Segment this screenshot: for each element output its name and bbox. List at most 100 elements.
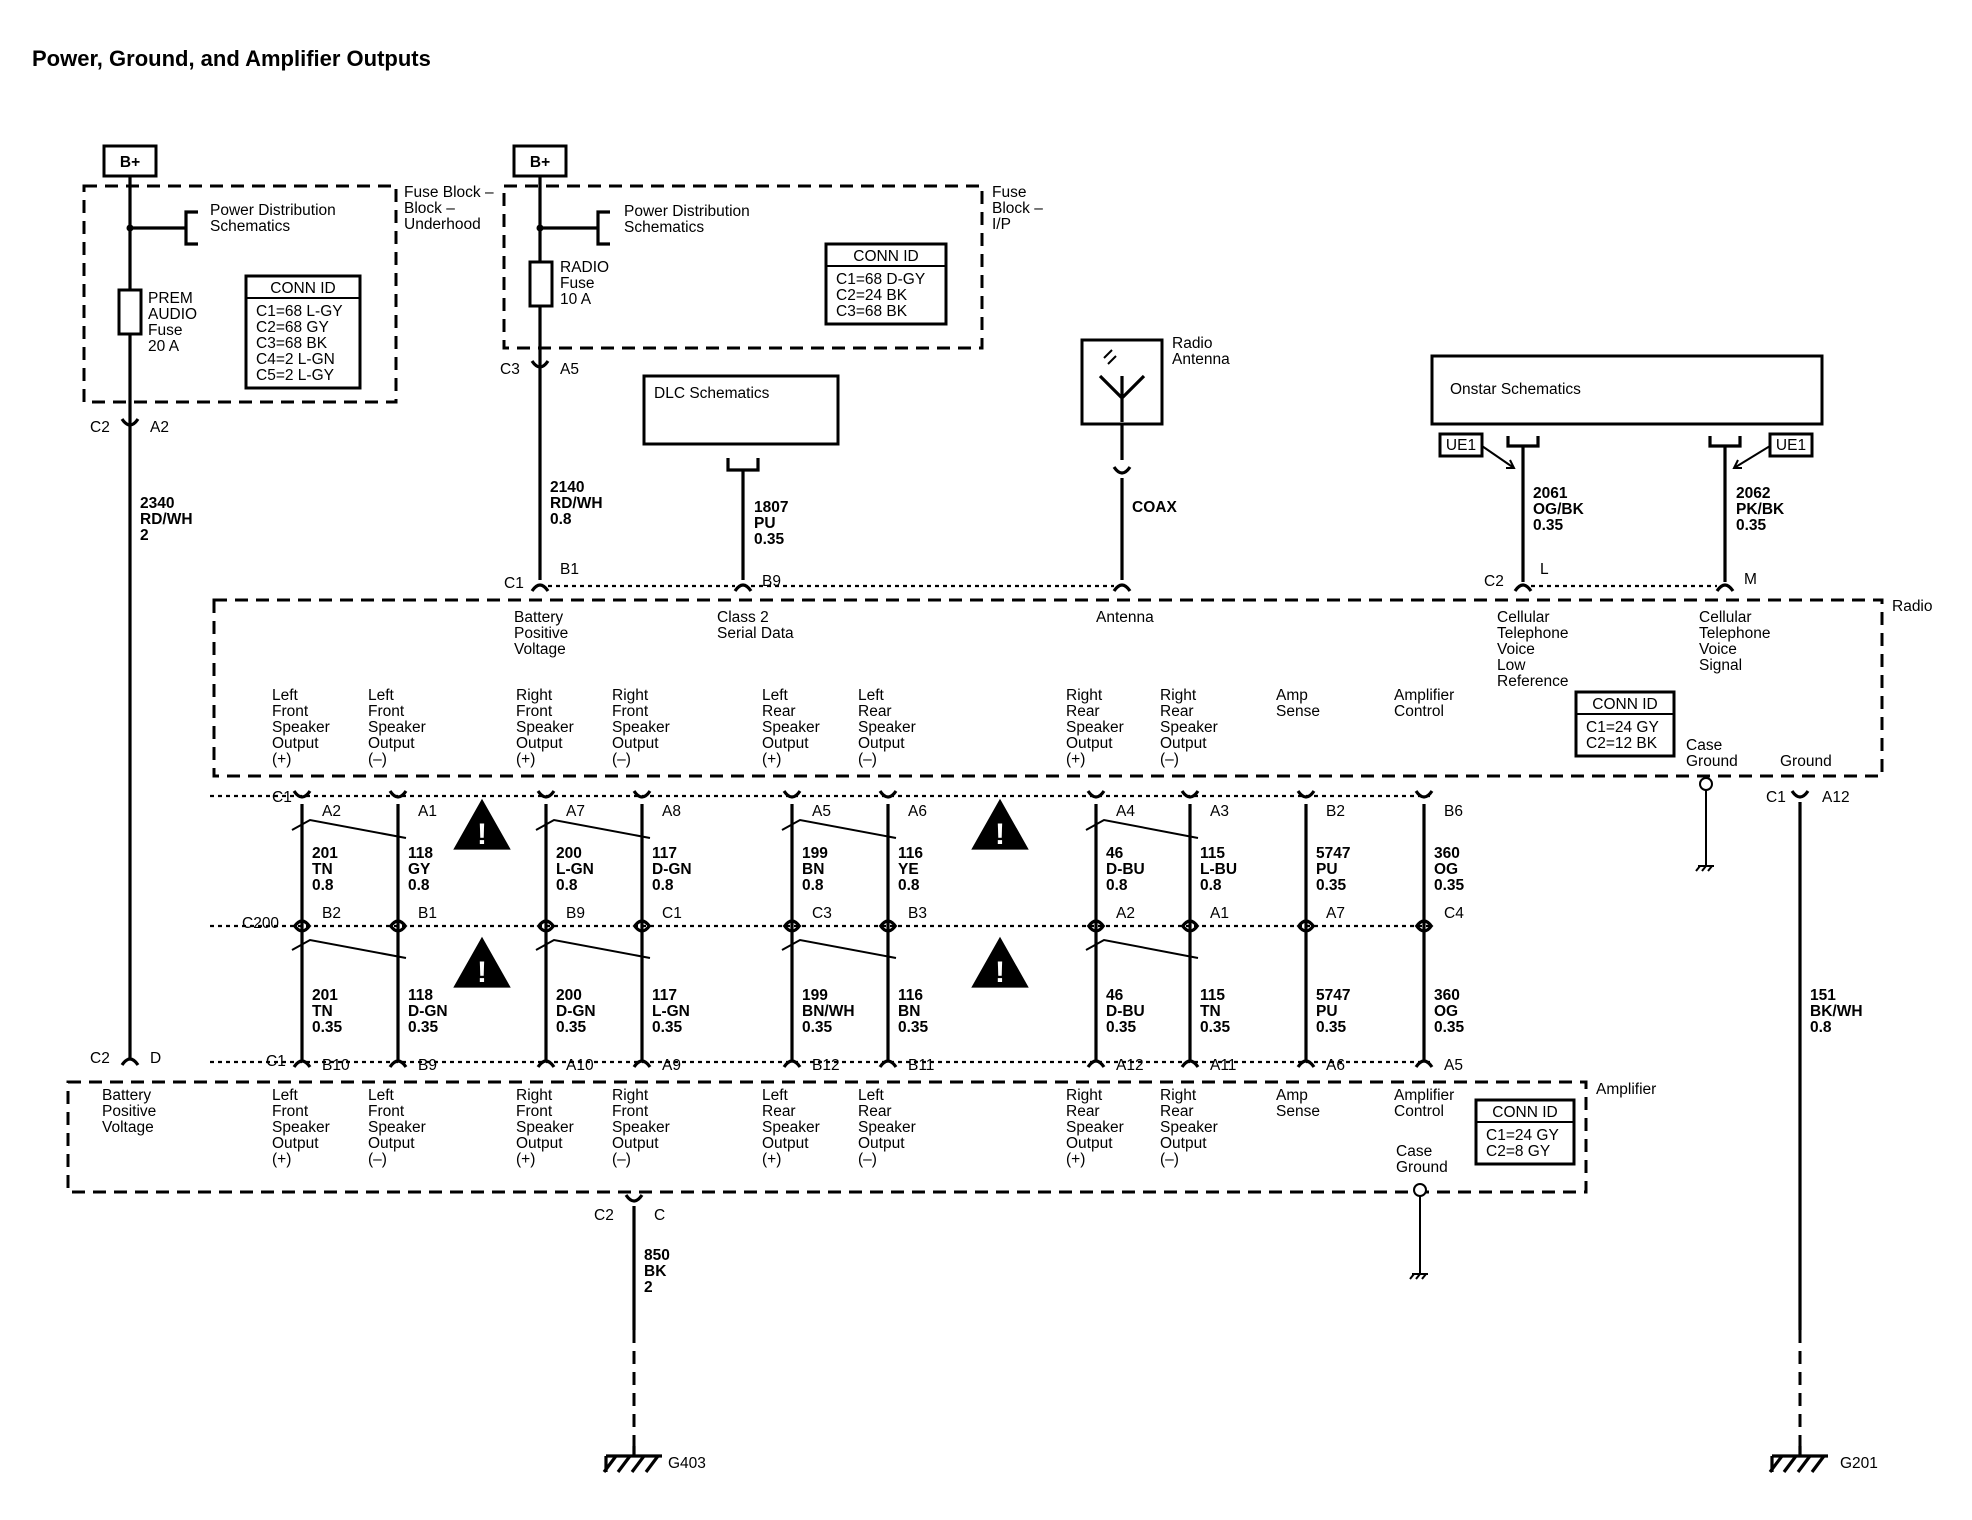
twisted-pair-symbol [535, 818, 651, 839]
twisted-pair-symbol [1085, 938, 1199, 959]
radio-c1-pin-a12 [1790, 790, 1810, 799]
amp-input-label: Output [516, 1135, 563, 1152]
case-ground-label: Case [1396, 1143, 1432, 1160]
wire-label-151: 0.8 [1810, 1019, 1832, 1036]
amp-input-label: Speaker [858, 1119, 916, 1136]
conn-id-entry: C1=68 L-GY [256, 303, 343, 320]
pin-label: L [1540, 561, 1549, 578]
conn-id-entry: C2=8 GY [1486, 1143, 1550, 1160]
wire-label-2340: RD/WH [140, 511, 193, 528]
pin-label: A5 [1444, 1057, 1463, 1074]
amp-input-label: Amp [1276, 1087, 1308, 1104]
conn-id-title: CONN ID [270, 280, 335, 297]
twisted-pair-symbol [781, 818, 897, 839]
ground-label: G403 [668, 1455, 706, 1472]
connector-label: C2 [594, 1207, 614, 1224]
connector-label: C1 [1766, 789, 1786, 806]
wire-label: 0.8 [1106, 877, 1128, 894]
radio-c1-pin [733, 583, 753, 592]
radio-pin-label: Reference [1497, 673, 1569, 690]
connector-label: C2 [90, 1050, 110, 1067]
conn-id-box [824, 242, 948, 326]
pds-label: Power Distribution [210, 202, 336, 219]
wire-label: 0.8 [408, 877, 430, 894]
amp-pin-label: Positive [102, 1103, 156, 1120]
radio-c2-pin-l [1513, 583, 1533, 592]
amp-input-label: Front [516, 1103, 553, 1120]
antenna-label: Radio [1172, 335, 1213, 352]
radio-output-label: (+) [762, 751, 781, 768]
fuse-label: Fuse [560, 275, 594, 292]
pin-label: A6 [908, 803, 927, 820]
wire-label-850: BK [644, 1263, 667, 1280]
radio-output-label: Left [858, 687, 885, 704]
case-ground-label: Ground [1396, 1159, 1448, 1176]
pin-label: A5 [560, 361, 579, 378]
conn-id-title: CONN ID [853, 248, 918, 265]
wire-label-2062: 2062 [1736, 485, 1770, 502]
warning-icon [453, 936, 511, 988]
amp-pin-label: Voltage [102, 1119, 154, 1136]
pin-label: A11 [1210, 1057, 1236, 1074]
conn-id-entry: C2=68 GY [256, 319, 329, 336]
onstar-box [1430, 354, 1824, 426]
fuse-block-name: I/P [992, 216, 1011, 233]
ground-g403 [616, 1455, 632, 1473]
radio-pin-label: Cellular [1497, 609, 1550, 626]
radio-output-label: Rear [1160, 703, 1194, 720]
amp-input-label: Speaker [1066, 1119, 1124, 1136]
radio-pin-label: Class 2 [717, 609, 769, 626]
amp-input-label: Front [612, 1103, 649, 1120]
ground-g201 [1796, 1455, 1812, 1473]
pin-label: B11 [908, 1057, 934, 1074]
fuse-label: 10 A [560, 291, 592, 308]
amp-c1-pin [878, 1059, 898, 1068]
radio-pin-label: Battery [514, 609, 563, 626]
wire-label: 0.35 [1200, 1019, 1231, 1036]
fuse-block-name: Fuse [992, 184, 1026, 201]
ue1-badge [1768, 432, 1814, 458]
ground-label: G201 [1840, 1455, 1878, 1472]
wire-label: 0.8 [312, 877, 334, 894]
onstar-bracket-r [1708, 436, 1742, 448]
wire-label: 0.8 [802, 877, 824, 894]
circuit-channel-6: LeftRearSpeakerOutput(–)A6116YE0.8B3116B… [858, 687, 934, 1168]
dlc-label: DLC Schematics [654, 385, 770, 402]
radio-output-label: Output [612, 735, 659, 752]
bplus-terminal [102, 144, 158, 178]
pin-label: A7 [566, 803, 585, 820]
radio-output-label: Rear [858, 703, 892, 720]
conn-id-entry: C2=12 BK [1586, 735, 1658, 752]
amp-input-label: Left [762, 1087, 789, 1104]
amplifier-outline [66, 1080, 1588, 1194]
pin-label: B6 [1444, 803, 1463, 820]
wire-label: PU [1316, 1003, 1338, 1020]
fuse-block-name: Block – [992, 200, 1043, 217]
radio-output-label: Speaker [1160, 719, 1218, 736]
pin-label: A2 [150, 419, 169, 436]
circuit-channel-8: RightRearSpeakerOutput(–)A3115L-BU0.8A11… [1160, 687, 1237, 1168]
wire-label-151: BK/WH [1810, 1003, 1863, 1020]
pin-label: B10 [322, 1057, 350, 1074]
radio-output-label: Output [516, 735, 563, 752]
pin-label: A12 [1822, 789, 1850, 806]
conn-id-entry: C5=2 L-GY [256, 367, 334, 384]
radio-c1-pin [530, 583, 550, 592]
radio-output-label: Left [762, 687, 789, 704]
wire-label: D-GN [556, 1003, 596, 1020]
radio-output-label: Speaker [762, 719, 820, 736]
wire-label-2140: 2140 [550, 479, 584, 496]
radio-output-label: Output [272, 735, 319, 752]
wire-label: TN [312, 1003, 333, 1020]
radio-output-label: Speaker [272, 719, 330, 736]
wire-label: GY [408, 861, 431, 878]
onstar-label: Onstar Schematics [1450, 381, 1581, 398]
amp-pin-label: Battery [102, 1087, 151, 1104]
antenna-icon [1098, 374, 1146, 422]
pin-label: A12 [1116, 1057, 1144, 1074]
pin-label: A5 [812, 803, 831, 820]
radio-pin-label: Voice [1699, 641, 1737, 658]
radio-pin-label: Telephone [1497, 625, 1569, 642]
